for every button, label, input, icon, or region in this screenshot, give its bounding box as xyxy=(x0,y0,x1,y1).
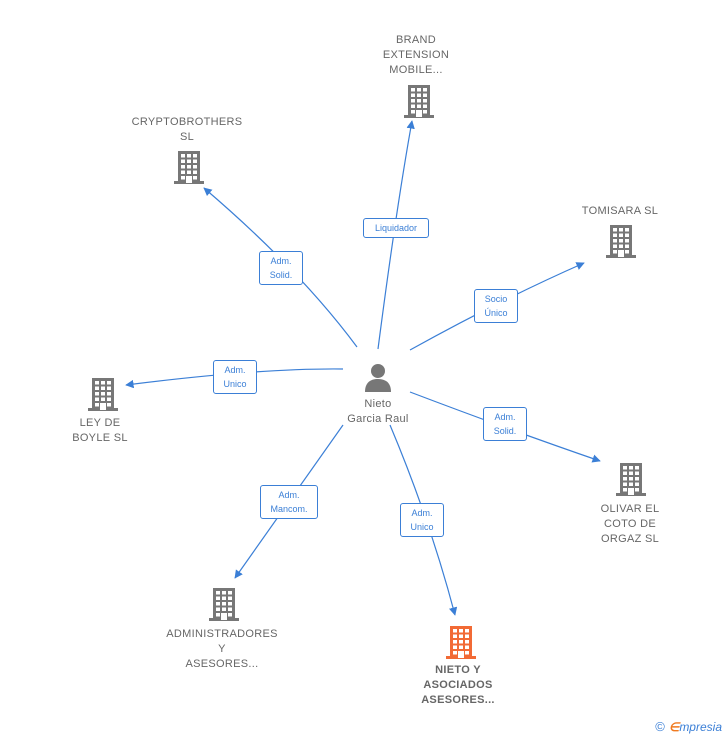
relation-label-admin[interactable]: Adm. Mancom. xyxy=(260,485,318,519)
relation-label-ley[interactable]: Adm. Unico xyxy=(213,360,257,394)
relation-label-brand[interactable]: Liquidador xyxy=(363,218,429,238)
empresia-logo: ©∈mpresia xyxy=(655,719,722,734)
company-name-crypto[interactable]: CRYPTOBROTHERS SL xyxy=(131,116,243,143)
building-icon[interactable] xyxy=(606,224,636,263)
relation-label-olivar[interactable]: Adm. Solid. xyxy=(483,407,527,441)
building-icon[interactable] xyxy=(209,587,239,626)
brand-name: mpresia xyxy=(679,720,722,734)
company-name-ley[interactable]: LEY DE BOYLE SL xyxy=(72,417,128,444)
building-icon[interactable] xyxy=(616,462,646,501)
company-name-admin[interactable]: ADMINISTRADORES Y ASESORES... xyxy=(166,628,278,670)
building-icon[interactable] xyxy=(404,84,434,123)
brand-mark: ∈ xyxy=(668,720,680,734)
person-icon[interactable] xyxy=(362,361,394,393)
person-name[interactable]: Nieto Garcia Raul xyxy=(347,398,409,425)
building-icon[interactable] xyxy=(174,150,204,189)
relation-label-tomisara[interactable]: Socio Único xyxy=(474,289,518,323)
company-name-olivar[interactable]: OLIVAR EL COTO DE ORGAZ SL xyxy=(600,503,660,545)
company-name-brand[interactable]: BRAND EXTENSION MOBILE... xyxy=(382,34,450,76)
building-icon[interactable] xyxy=(88,377,118,416)
copyright-icon: © xyxy=(655,719,665,734)
relation-label-crypto[interactable]: Adm. Solid. xyxy=(259,251,303,285)
company-name-nieto[interactable]: NIETO Y ASOCIADOS ASESORES... xyxy=(421,664,495,706)
building-icon[interactable] xyxy=(446,625,476,664)
company-name-tomisara[interactable]: TOMISARA SL xyxy=(581,205,659,217)
relation-label-nieto[interactable]: Adm. Unico xyxy=(400,503,444,537)
